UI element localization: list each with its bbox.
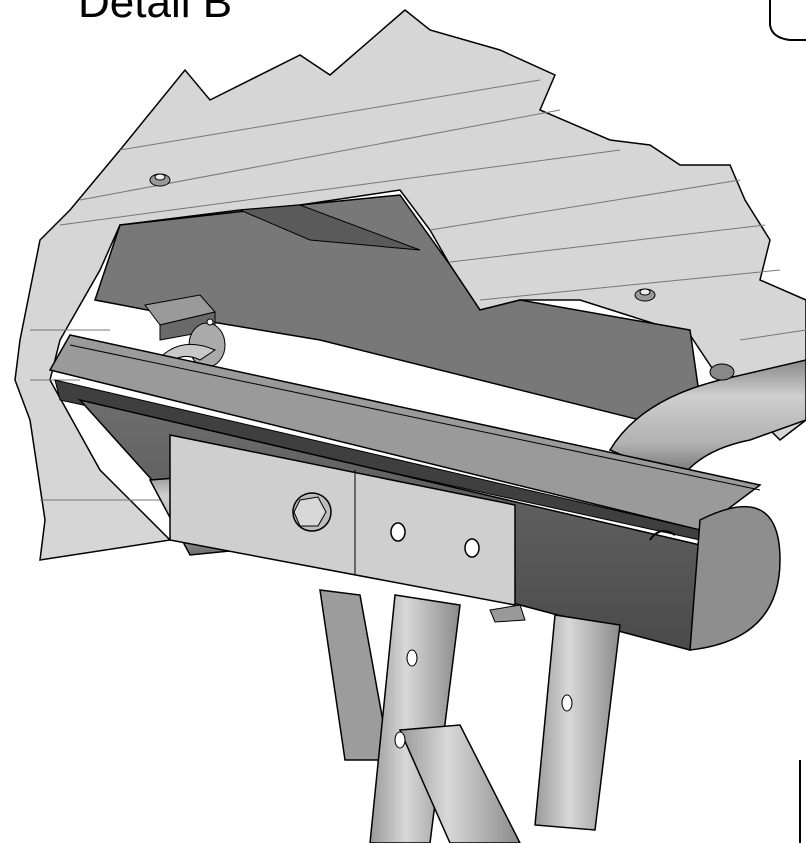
mount-plate — [169, 434, 526, 623]
leg-hole — [561, 694, 573, 712]
mount-hole — [464, 538, 480, 558]
leg-hole — [394, 731, 406, 749]
leg-hole — [406, 649, 418, 667]
curved-tube — [608, 359, 806, 481]
detail-title: Detail B — [78, 0, 233, 27]
left-leg — [319, 589, 521, 843]
partial-bracket — [769, 0, 806, 41]
mount-hole — [390, 522, 406, 542]
roof-bolt — [634, 288, 656, 302]
roof-bolt — [149, 173, 171, 187]
right-leg — [534, 614, 621, 831]
hex-bolt — [292, 492, 332, 532]
